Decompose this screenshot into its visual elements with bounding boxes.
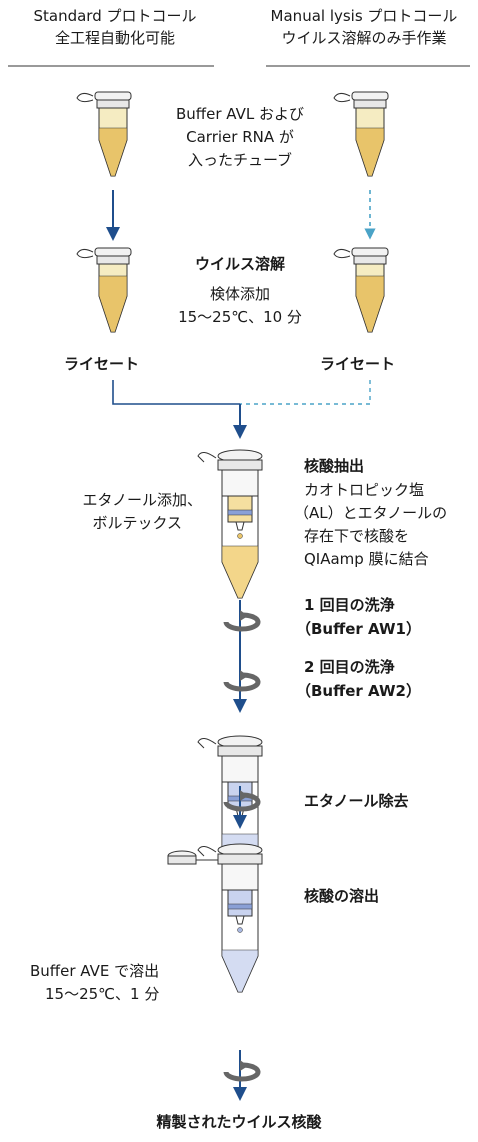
ethanol-add-label-1: エタノール添加、	[82, 491, 202, 509]
centrifuge-spin-icon-1	[223, 610, 261, 632]
extraction-line-3: 存在下で核酸を	[304, 527, 410, 545]
elution-title: 核酸の溶出	[304, 887, 380, 905]
buffer-tube-label-1: Buffer AVL および	[176, 105, 304, 123]
elution-condition-1: Buffer AVE で溶出	[30, 962, 160, 980]
merge-line-manual	[240, 380, 371, 405]
header-manual-title: Manual lysis プロトコール	[270, 7, 458, 25]
buffer-tube-manual-icon	[333, 91, 389, 177]
lysis-sample-add: 検体添加	[209, 285, 270, 303]
extraction-title: 核酸抽出	[304, 457, 365, 475]
buffer-tube-label-3: 入ったチューブ	[187, 151, 293, 169]
buffer-tube-standard-icon	[76, 91, 132, 177]
lysate-label-right: ライセート	[320, 355, 396, 373]
centrifuge-spin-icon-2	[223, 670, 261, 692]
extraction-line-1: カオトロピック塩	[304, 481, 425, 499]
lysis-title: ウイルス溶解	[194, 255, 285, 273]
centrifuge-spin-icon-4	[223, 1060, 261, 1082]
spin-column-binding-icon	[197, 449, 263, 599]
merge-line-standard	[112, 380, 240, 405]
lysate-label-left: ライセート	[64, 355, 140, 373]
header-standard-subtitle: 全工程自動化可能	[54, 29, 175, 47]
ethanol-remove-label: エタノール除去	[304, 792, 409, 810]
extraction-line-2: （AL）とエタノールの	[294, 504, 448, 522]
wash2-buffer: （Buffer AW2）	[296, 682, 421, 700]
ethanol-add-label-2: ボルテックス	[92, 514, 182, 532]
header-standard-title: Standard プロトコール	[33, 7, 197, 25]
buffer-tube-label-2: Carrier RNA が	[186, 128, 294, 146]
header-manual-subtitle: ウイルス溶解のみ手作業	[281, 29, 447, 47]
spin-column-elution-icon	[167, 843, 263, 993]
elution-condition-2: 15～25℃、1 分	[45, 985, 160, 1003]
final-product-label: 精製されたウイルス核酸	[156, 1113, 322, 1131]
centrifuge-spin-icon-3	[223, 790, 261, 812]
wash1-buffer: （Buffer AW1）	[296, 620, 421, 638]
wash2-title: 2 回目の洗浄	[304, 658, 395, 676]
lysis-tube-manual-icon	[333, 247, 389, 333]
extraction-line-4: QIAamp 膜に結合	[304, 550, 429, 568]
wash1-title: 1 回目の洗浄	[304, 596, 395, 614]
lysis-conditions: 15～25℃、10 分	[178, 308, 302, 326]
lysis-tube-standard-icon	[76, 247, 132, 333]
